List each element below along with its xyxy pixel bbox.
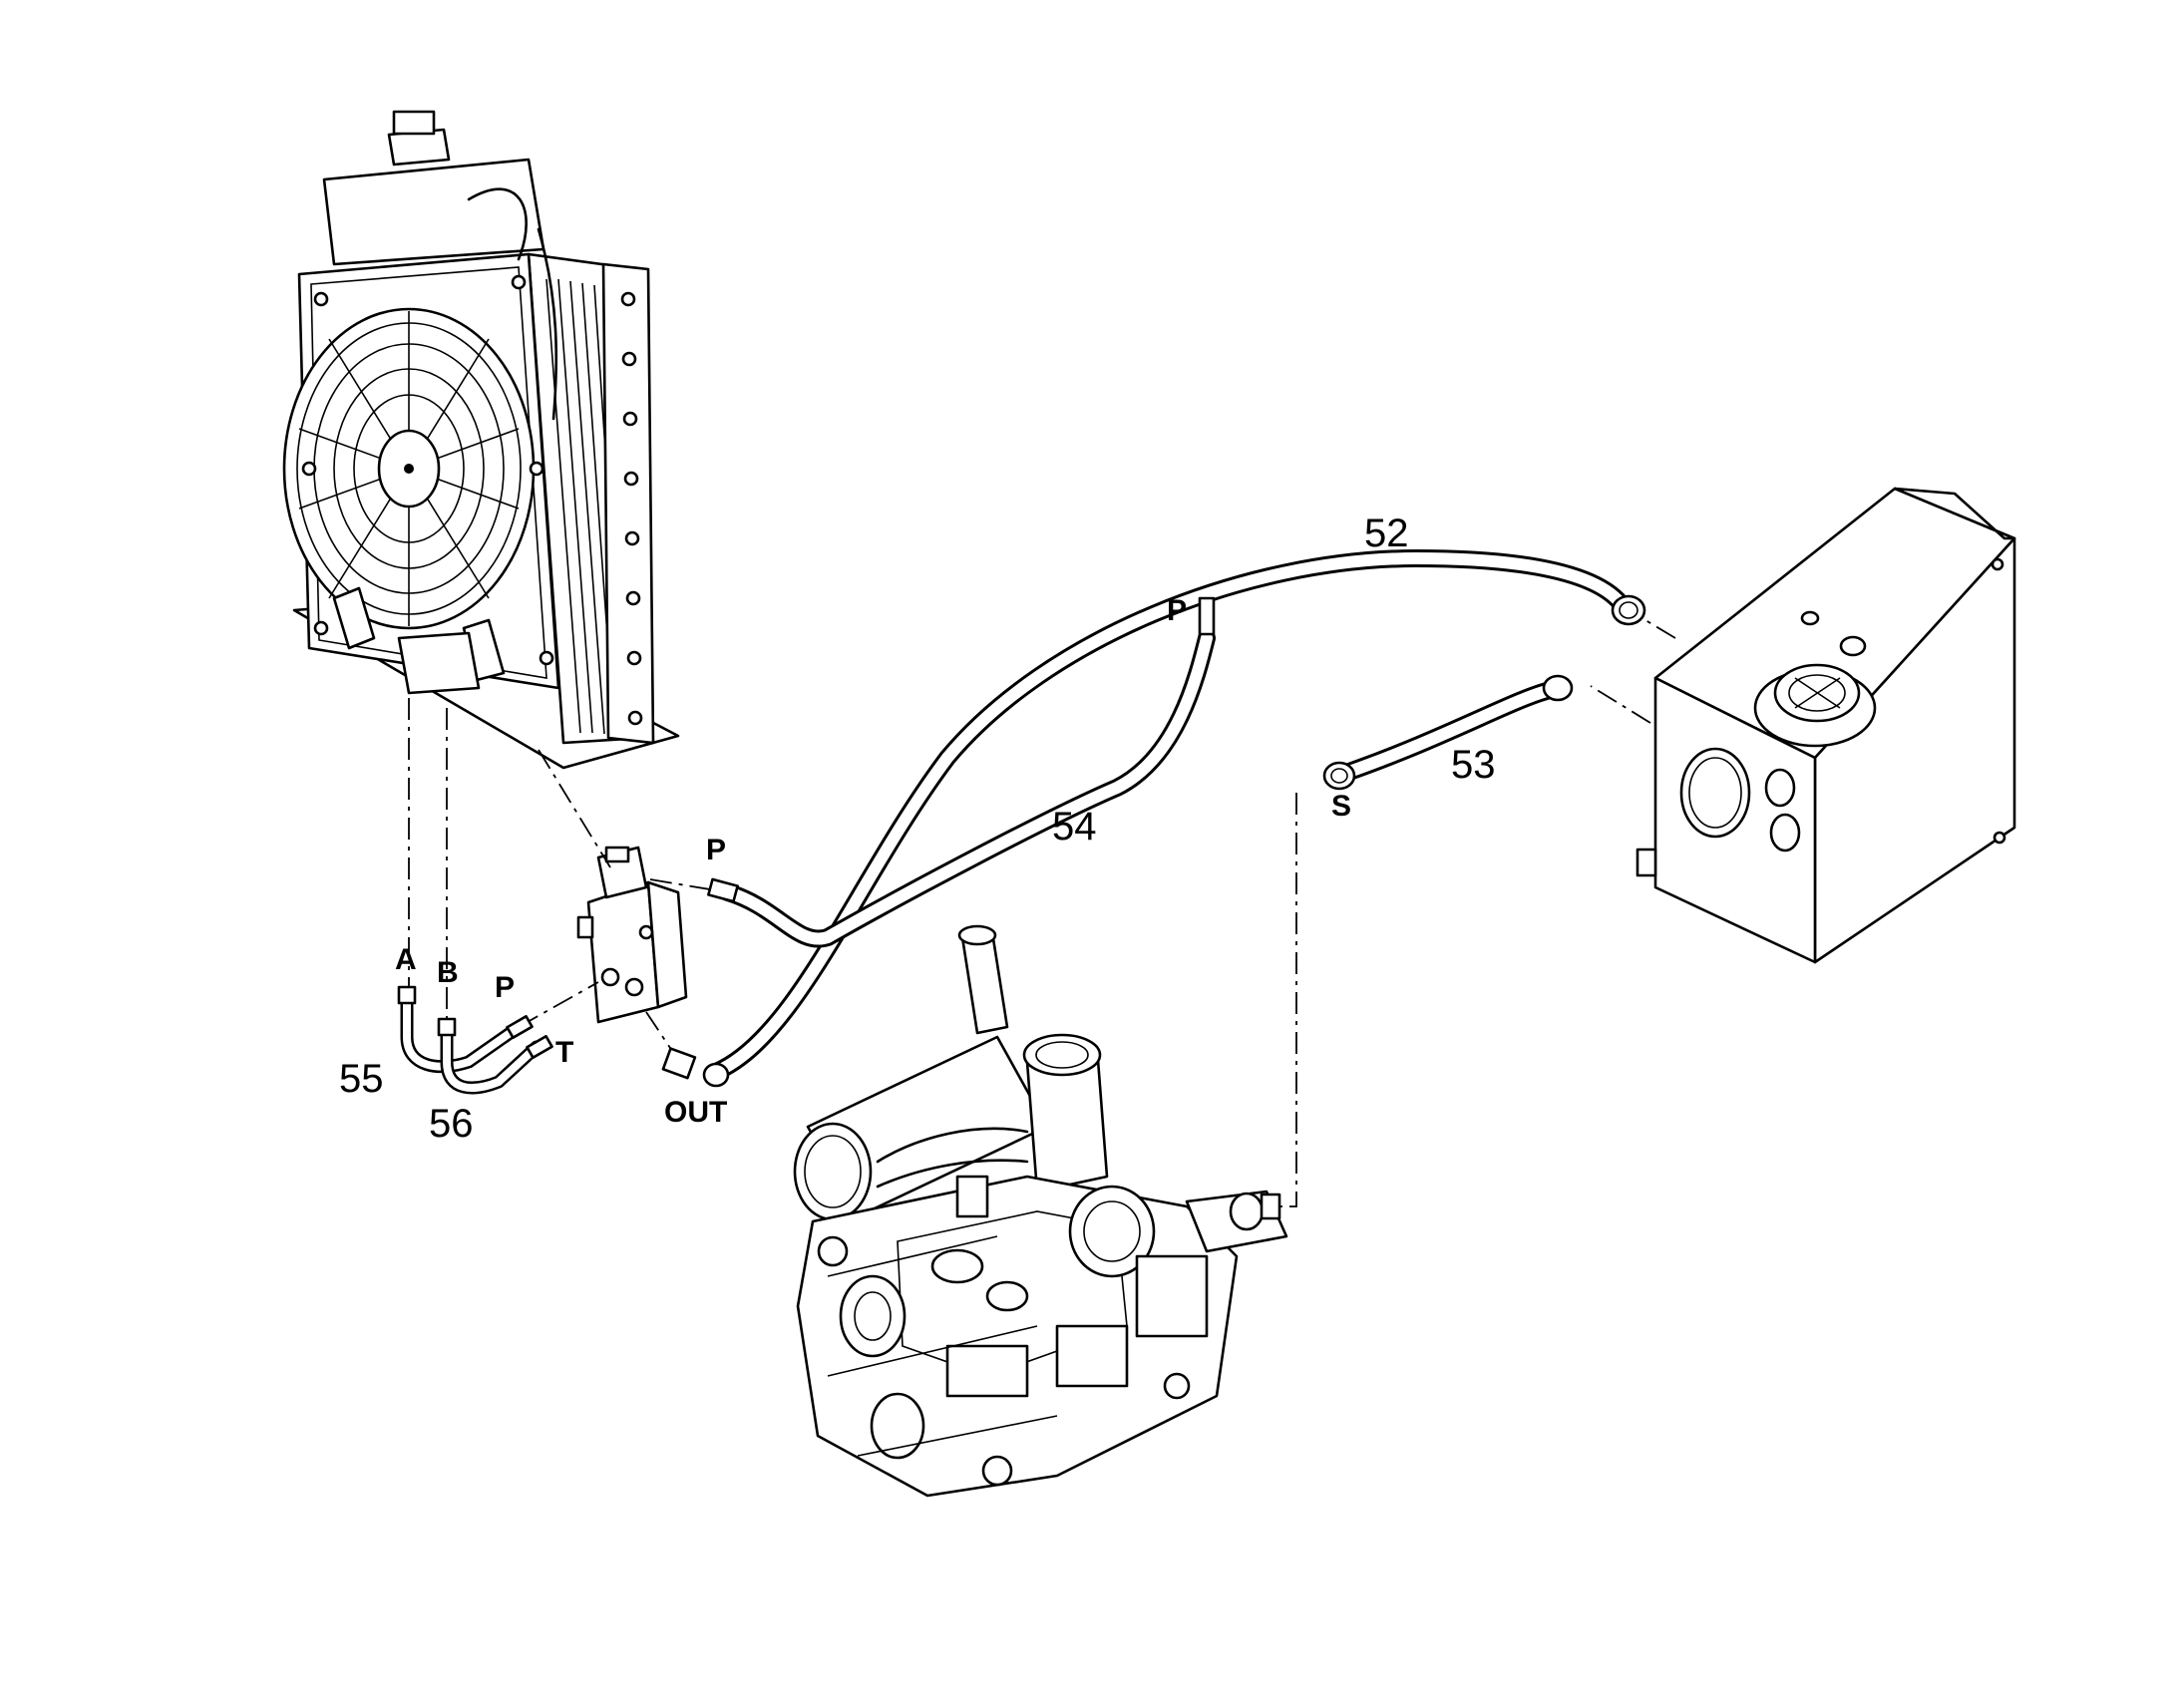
hydraulic-pump: [1185, 1190, 1288, 1253]
valve-side: [646, 880, 688, 1009]
label-port-p-pump: P: [1167, 594, 1187, 627]
hose-54: [707, 596, 1216, 948]
muffler: [793, 1035, 1049, 1221]
cooler-breather-pipe: [467, 187, 528, 261]
tank-drain: [1635, 848, 1657, 877]
tank-sight-glass-1: [1764, 768, 1796, 808]
label-52: 52: [1364, 512, 1409, 555]
label-56: 56: [429, 1102, 474, 1146]
tank-filter-housing: [1753, 663, 1877, 748]
out-fitting: [661, 1047, 730, 1088]
control-valve-block: [576, 846, 688, 1024]
label-53: 53: [1451, 743, 1496, 787]
cooler-bracket-left: [332, 586, 376, 650]
cooler-side-flange: [601, 262, 655, 745]
cooler-flange-bolts: [620, 291, 643, 726]
hose-55: [397, 985, 526, 1074]
hose-56-fitting-b: [437, 1017, 457, 1037]
cooler-drain-block: [397, 631, 481, 695]
hose-53: [1322, 674, 1574, 791]
hose-fitting-t: [526, 1035, 553, 1059]
hose-56: [437, 1015, 553, 1095]
radiator-cooler: [282, 110, 680, 770]
hydraulic-tank: [1635, 487, 2016, 964]
label-54: 54: [1052, 805, 1097, 849]
cooling-fan: [282, 307, 536, 630]
label-port-s: S: [1331, 790, 1351, 823]
label-port-t: T: [555, 1036, 573, 1069]
exhaust-pipe: [960, 930, 1009, 1035]
hose-54-valve-fitting: [707, 877, 739, 903]
hose-53-tank-fitting: [1542, 674, 1574, 702]
valve-port-left: [576, 915, 594, 939]
tank-breather: [1839, 635, 1867, 657]
cooler-pipe-2: [537, 227, 558, 421]
label-port-p-lower: P: [495, 971, 515, 1004]
engine-details: [817, 1175, 1209, 1487]
tank-inspection-cover: [1679, 747, 1751, 839]
tank-top-edge: [1893, 487, 2016, 540]
label-port-p-valve: P: [706, 834, 726, 866]
labels: 52 53 54 55 56 P P P T A B OUT S: [339, 512, 1496, 1146]
valve-cap: [604, 846, 630, 863]
hose-53-suction-fitting: [1322, 761, 1356, 791]
label-port-b: B: [437, 956, 459, 989]
engine: [793, 924, 1288, 1498]
intake-pipe: [876, 1127, 1029, 1164]
air-cleaner: [1022, 1033, 1109, 1194]
label-port-out: OUT: [664, 1096, 727, 1129]
label-55: 55: [339, 1057, 384, 1101]
hose-52: [707, 549, 1646, 1081]
cooler-cap: [392, 110, 436, 136]
hose-fitting-p: [506, 1015, 534, 1039]
hose-52-tank-fitting: [1611, 594, 1646, 626]
shroud-bolts: [301, 274, 554, 666]
tank-plug: [1800, 610, 1820, 626]
cooler-top-tank: [322, 158, 545, 266]
hose-55-fitting-a: [397, 985, 417, 1005]
valve-body: [586, 880, 660, 1024]
label-port-a: A: [395, 943, 417, 976]
exhaust-outlet: [957, 924, 997, 946]
hose-54-pump-fitting: [1198, 596, 1216, 636]
tank-sight-glass-2: [1769, 813, 1801, 853]
